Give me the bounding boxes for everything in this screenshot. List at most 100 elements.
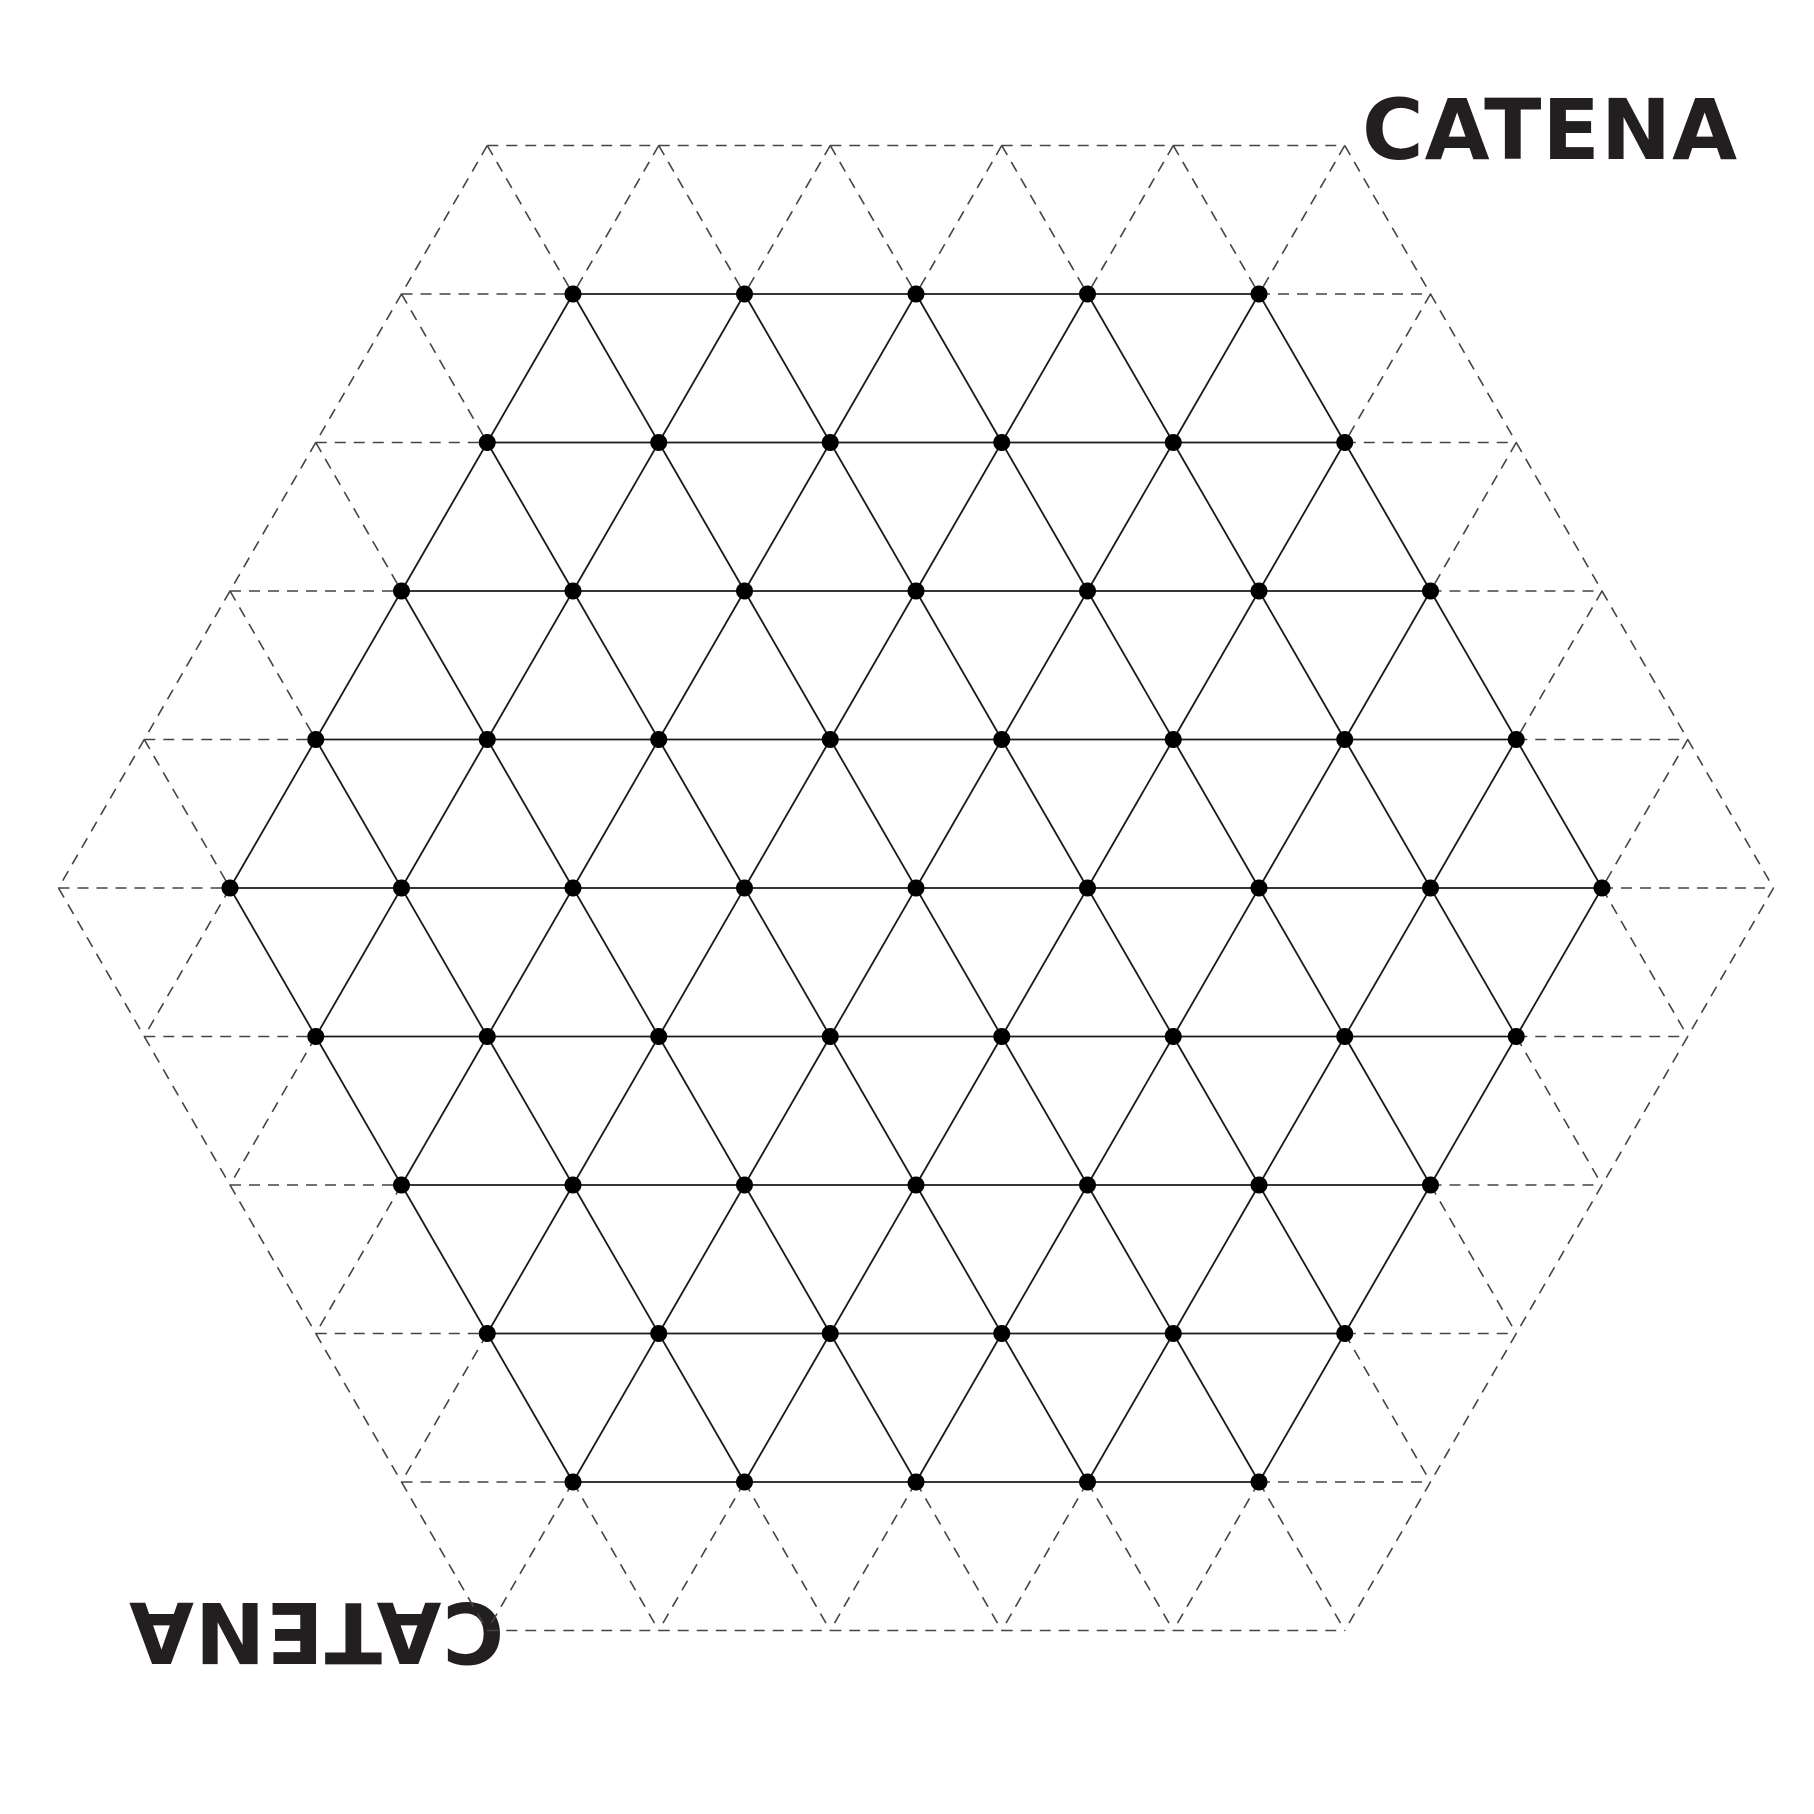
board-point[interactable] — [650, 731, 668, 748]
board-point[interactable] — [1079, 1473, 1096, 1491]
board-point[interactable] — [821, 731, 839, 748]
board-point[interactable] — [1250, 285, 1268, 303]
board-line — [1172, 293, 1260, 443]
dashed-line — [400, 293, 488, 443]
board-point[interactable] — [1164, 434, 1182, 451]
board-point[interactable] — [993, 1028, 1011, 1045]
board-point[interactable] — [1336, 434, 1354, 451]
board-point[interactable] — [478, 1028, 496, 1045]
board-point[interactable] — [736, 1176, 753, 1194]
board-point[interactable] — [993, 1325, 1011, 1342]
board-line — [1343, 1184, 1432, 1334]
board-line — [572, 739, 660, 889]
dashed-line — [829, 1481, 917, 1631]
dashed-line — [915, 1481, 1003, 1631]
dashed-line — [743, 145, 831, 295]
board-point[interactable] — [1422, 582, 1439, 600]
board-line — [1258, 1184, 1346, 1334]
board-point[interactable] — [1250, 1473, 1268, 1491]
board-point[interactable] — [478, 1325, 496, 1342]
board-point[interactable] — [736, 285, 753, 303]
dashed-line — [1086, 1481, 1174, 1631]
board-point[interactable] — [1079, 582, 1096, 600]
board-point[interactable] — [821, 434, 839, 451]
board-point[interactable] — [1422, 1176, 1439, 1194]
board-point[interactable] — [1164, 1028, 1182, 1045]
board-point[interactable] — [1336, 1028, 1354, 1045]
board-point[interactable] — [650, 1028, 668, 1045]
board-point[interactable] — [993, 434, 1011, 451]
board-point[interactable] — [650, 1325, 668, 1342]
dashed-line — [1344, 145, 1432, 295]
board-point[interactable] — [1507, 1028, 1525, 1045]
board-point[interactable] — [1250, 879, 1268, 897]
board-line — [1172, 887, 1260, 1037]
board-line — [1258, 887, 1346, 1037]
board-line — [657, 887, 746, 1037]
board-line — [743, 590, 832, 740]
board-line — [1086, 442, 1175, 592]
dashed-line — [743, 1481, 831, 1631]
board-point[interactable] — [393, 582, 410, 600]
board-point[interactable] — [478, 434, 496, 451]
dashed-line — [1601, 590, 1689, 740]
board-point[interactable] — [736, 582, 753, 600]
board-point[interactable] — [907, 285, 925, 303]
board-line — [1172, 1333, 1260, 1483]
board-point[interactable] — [1250, 1176, 1268, 1194]
board-point[interactable] — [1250, 582, 1268, 600]
board-point[interactable] — [1336, 731, 1354, 748]
board-point[interactable] — [1164, 1325, 1182, 1342]
board-point[interactable] — [907, 879, 925, 897]
board-point[interactable] — [307, 1028, 325, 1045]
dashed-line — [572, 1481, 660, 1631]
board-point[interactable] — [393, 879, 410, 897]
board-point[interactable] — [907, 582, 925, 600]
board-point[interactable] — [564, 1176, 582, 1194]
board-line — [486, 1184, 574, 1334]
board-point[interactable] — [993, 731, 1011, 748]
board-point[interactable] — [1164, 731, 1182, 748]
board-point[interactable] — [307, 731, 325, 748]
board-line — [657, 293, 746, 443]
board-point[interactable] — [1079, 285, 1096, 303]
board-line — [400, 1184, 489, 1334]
board-line — [1086, 887, 1175, 1037]
board-line — [1172, 442, 1260, 592]
board-line — [829, 590, 917, 740]
dashed-line — [1429, 1333, 1517, 1483]
board-point[interactable] — [736, 879, 753, 897]
board-point[interactable] — [1079, 1176, 1096, 1194]
dashed-line — [1258, 145, 1346, 295]
board-point[interactable] — [821, 1028, 839, 1045]
board-point[interactable] — [1422, 879, 1439, 897]
board-point[interactable] — [1593, 879, 1611, 897]
board-line — [657, 1184, 746, 1334]
board-point[interactable] — [564, 285, 582, 303]
board-point[interactable] — [564, 1473, 582, 1491]
dashed-line — [486, 1481, 574, 1631]
board-point[interactable] — [907, 1176, 925, 1194]
board-point[interactable] — [1336, 1325, 1354, 1342]
board-point[interactable] — [564, 582, 582, 600]
board-point[interactable] — [221, 879, 239, 897]
board-point[interactable] — [821, 1325, 839, 1342]
board-point[interactable] — [1507, 731, 1525, 748]
dashed-line — [143, 739, 231, 889]
board-point[interactable] — [650, 434, 668, 451]
board-line — [572, 1333, 660, 1483]
board-line — [829, 739, 917, 889]
board-point[interactable] — [736, 1473, 753, 1491]
board-line — [1258, 590, 1346, 740]
board-point[interactable] — [478, 731, 496, 748]
board-point[interactable] — [393, 1176, 410, 1194]
dashed-line — [229, 590, 317, 740]
board-line — [1000, 293, 1089, 443]
dashed-line — [315, 442, 403, 592]
board-point[interactable] — [907, 1473, 925, 1491]
board-point[interactable] — [564, 879, 582, 897]
board-point[interactable] — [1079, 879, 1096, 897]
dashed-line — [1344, 1333, 1432, 1483]
dashed-line — [1687, 739, 1775, 889]
dashed-line — [1601, 739, 1689, 889]
